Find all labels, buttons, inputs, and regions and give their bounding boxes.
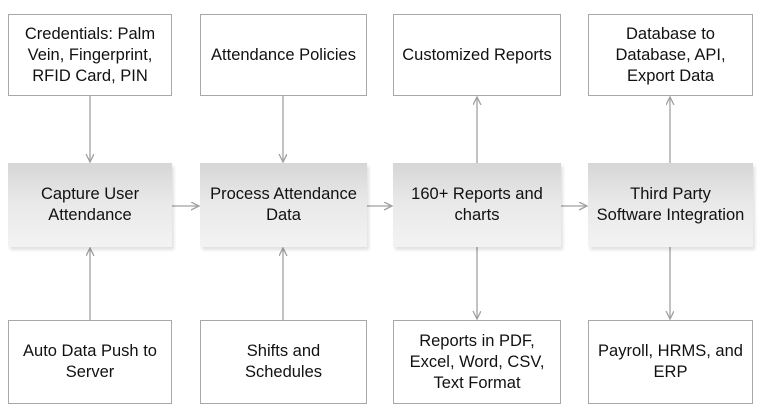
report-formats-box: Reports in PDF, Excel, Word, CSV, Text F…	[393, 320, 561, 404]
third-party-integration-box: Third Party Software Integration	[588, 163, 753, 247]
customized-reports-box: Customized Reports	[393, 14, 561, 96]
process-attendance-box: Process Attendance Data	[200, 163, 367, 247]
auto-data-push-box: Auto Data Push to Server	[8, 320, 172, 404]
capture-attendance-box: Capture User Attendance	[8, 163, 172, 247]
shifts-schedules-text: Shifts and Schedules	[244, 342, 323, 381]
attendance-policies-text: Attendance Policies	[211, 45, 356, 64]
report-formats-text: Reports in PDF, Excel, Word, CSV, Text F…	[409, 331, 545, 392]
process-attendance-text: Process Attendance Data	[210, 185, 357, 224]
database-export-text: Database to Database, API, Export Data	[615, 24, 726, 85]
shifts-schedules-box: Shifts and Schedules	[200, 320, 367, 404]
payroll-hrms-erp-box: Payroll, HRMS, and ERP	[588, 320, 753, 404]
customized-reports-text: Customized Reports	[402, 45, 552, 64]
reports-charts-box: 160+ Reports and charts	[393, 163, 561, 247]
reports-charts-text: 160+ Reports and charts	[411, 185, 543, 224]
auto-data-push-text: Auto Data Push to Server	[23, 342, 157, 381]
third-party-integration-text: Third Party Software Integration	[596, 185, 745, 224]
database-export-box: Database to Database, API, Export Data	[588, 14, 753, 96]
capture-attendance-text: Capture User Attendance	[40, 185, 140, 224]
payroll-hrms-erp-text: Payroll, HRMS, and ERP	[598, 342, 743, 381]
credentials-box: Credentials: Palm Vein, Fingerprint, RFI…	[8, 14, 172, 96]
credentials-text: Credentials: Palm Vein, Fingerprint, RFI…	[24, 24, 156, 85]
attendance-policies-box: Attendance Policies	[200, 14, 367, 96]
